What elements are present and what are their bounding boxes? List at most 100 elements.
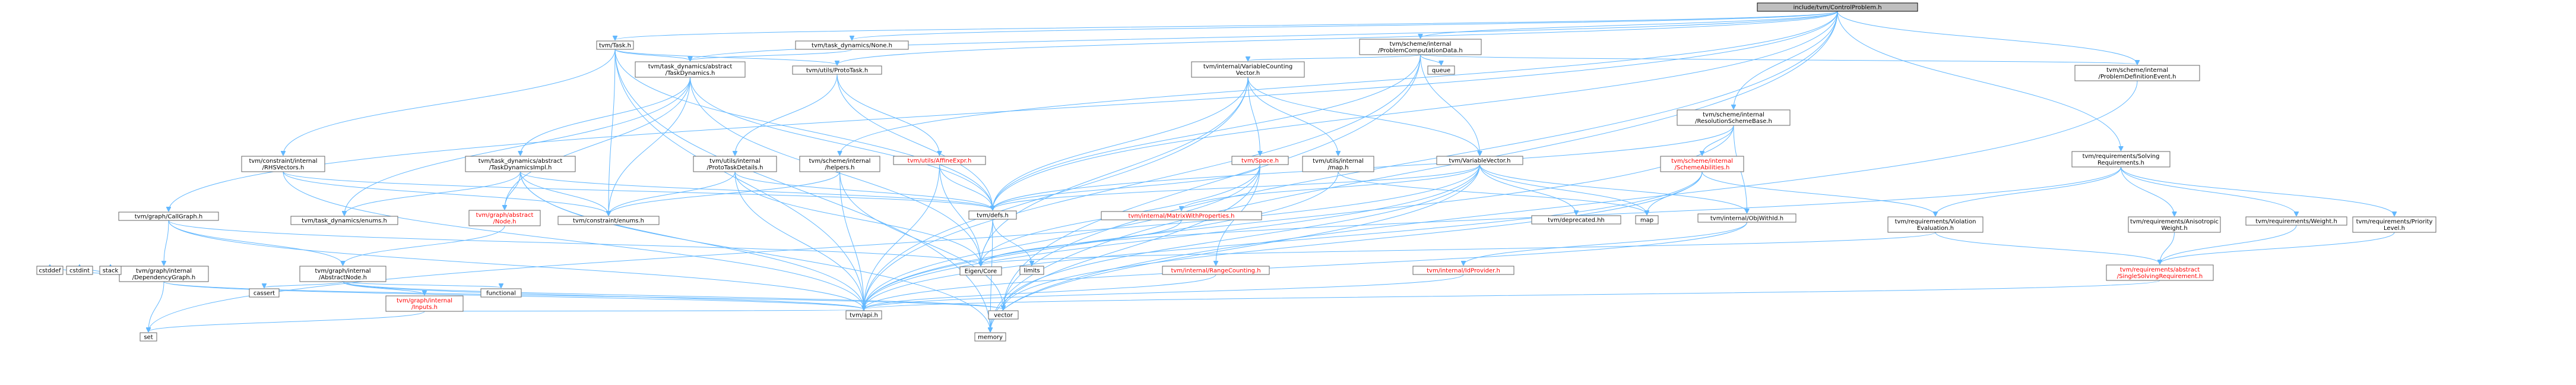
node-prototaskdetails[interactable]: tvm/utils/internal/ProtoTaskDetails.h	[693, 156, 777, 172]
node-label: include/tvm/ControlProblem.h	[1793, 5, 1881, 11]
node-defs[interactable]: tvm/defs.h	[968, 210, 1017, 220]
edge-callgraph-to-eigen	[168, 220, 981, 266]
node-pcd[interactable]: tvm/scheme/internal/ProblemComputationDa…	[1359, 39, 1482, 55]
edge-td_abstract-to-constraintenums	[609, 77, 690, 215]
node-objwithid[interactable]: tvm/internal/ObjWithId.h	[1697, 213, 1796, 223]
node-api[interactable]: tvm/api.h	[845, 310, 882, 320]
node-weight[interactable]: tvm/requirements/Weight.h	[2245, 216, 2347, 226]
edge-td_abstract-to-tdimpl	[521, 77, 690, 155]
edge-schemeabilities-to-api	[864, 171, 1703, 310]
node-abstractnode[interactable]: tvm/graph/internal/AbstractNode.h	[299, 266, 386, 282]
node-space[interactable]: tvm/Space.h	[1231, 156, 1289, 165]
node-label: tvm/requirements/Anisotropic	[2130, 219, 2219, 225]
node-label: tvm/graph/CallGraph.h	[135, 214, 202, 220]
node-td_none[interactable]: tvm/task_dynamics/None.h	[795, 40, 909, 50]
edge-abstractnode-to-api	[343, 281, 864, 310]
edge-space-to-memory	[990, 164, 1260, 332]
edge-affineexpr-to-eigen	[939, 164, 981, 266]
node-schemehelpers[interactable]: tvm/scheme/internal/helpers.h	[799, 156, 880, 172]
node-callgraph[interactable]: tvm/graph/CallGraph.h	[118, 212, 219, 221]
edge-varcounting-to-defs	[993, 77, 1249, 210]
node-root[interactable]: include/tvm/ControlProblem.h	[1757, 2, 1918, 12]
node-task[interactable]: tvm/Task.h	[596, 40, 634, 50]
node-varvector[interactable]: tvm/VariableVector.h	[1436, 156, 1523, 165]
edge-graphnode-to-abstractnode	[343, 225, 505, 265]
node-limits[interactable]: limits	[1019, 266, 1044, 275]
node-affineexpr[interactable]: tvm/utils/AffineExpr.h	[893, 156, 986, 165]
node-box	[1660, 156, 1744, 172]
node-vector[interactable]: vector	[988, 310, 1019, 320]
edge-task-to-api	[614, 49, 864, 310]
node-label: vector	[994, 313, 1013, 319]
node-label: /TaskDynamics.h	[666, 70, 715, 77]
node-rhsvectors[interactable]: tvm/constraint/internal/RHSVectors.h	[241, 156, 325, 172]
node-rangecounting[interactable]: tvm/internal/RangeCounting.h	[1162, 266, 1270, 275]
node-td_abstract[interactable]: tvm/task_dynamics/abstract/TaskDynamics.…	[635, 61, 746, 78]
node-deprecated[interactable]: tvm/deprecated.hh	[1531, 215, 1621, 225]
node-box	[66, 266, 93, 275]
node-graphnode[interactable]: tvm/graph/abstract/Node.h	[468, 210, 541, 226]
node-queue[interactable]: queue	[1427, 65, 1455, 75]
node-depgraph[interactable]: tvm/graph/internal/DependencyGraph.h	[119, 266, 209, 282]
edge-violation-to-eigen	[981, 232, 1936, 266]
node-eigen[interactable]: Eigen/Core	[959, 266, 1002, 276]
node-functional[interactable]: functional	[480, 288, 522, 298]
edge-pcd-to-defs	[993, 54, 1421, 210]
node-label: tvm/internal/ObjWithId.h	[1710, 216, 1783, 222]
edge-objwithid-to-api	[864, 222, 1747, 310]
node-label: tvm/graph/internal	[136, 268, 192, 274]
edge-weight-to-singlesolving	[2160, 225, 2297, 264]
node-schemeabilities[interactable]: tvm/scheme/internal/SchemeAbilities.h	[1660, 156, 1744, 172]
node-tdenums[interactable]: tvm/task_dynamics/enums.h	[290, 216, 398, 225]
node-prototask[interactable]: tvm/utils/ProtoTask.h	[792, 65, 882, 75]
node-mwp[interactable]: tvm/internal/MatrixWithProperties.h	[1101, 211, 1262, 220]
node-label: /SingleSolvingRequirement.h	[2117, 273, 2203, 280]
node-idprovider[interactable]: tvm/internal/IdProvider.h	[1412, 266, 1514, 275]
node-box	[974, 332, 1006, 342]
edge-root-to-defs	[993, 11, 1838, 210]
node-box	[557, 216, 660, 225]
node-label: Eigen/Core	[965, 269, 997, 275]
node-box	[1531, 215, 1621, 225]
node-label: tvm/requirements/Priority	[2356, 219, 2433, 225]
node-box	[596, 40, 634, 50]
edge-violation-to-singlesolving	[1935, 232, 2160, 264]
node-resolution[interactable]: tvm/scheme/internal/ResolutionSchemeBase…	[1677, 109, 1791, 126]
edge-pcd-to-pde	[1420, 54, 2138, 64]
edge-prototask-to-defs	[837, 74, 993, 210]
node-label: Weight.h	[2161, 225, 2187, 232]
node-map[interactable]: map	[1635, 215, 1659, 225]
node-box	[799, 156, 880, 172]
edge-pcd-to-api	[864, 54, 1421, 310]
node-singlesolving[interactable]: tvm/requirements/abstract/SingleSolvingR…	[2106, 264, 2214, 281]
node-constraintenums[interactable]: tvm/constraint/enums.h	[557, 216, 660, 225]
edge-root-to-solvingreq	[1837, 11, 2121, 150]
edge-resolution-to-schemeabilities	[1702, 125, 1734, 155]
node-cstddef[interactable]: cstddef	[36, 266, 64, 275]
node-box	[959, 266, 1002, 276]
edge-pcd-to-vector	[1003, 54, 1421, 310]
node-cassert[interactable]: cassert	[249, 288, 280, 298]
node-memory[interactable]: memory	[974, 332, 1006, 342]
node-stack[interactable]: stack	[99, 266, 122, 275]
node-set[interactable]: set	[140, 332, 157, 342]
node-box	[795, 40, 909, 50]
node-box	[118, 212, 219, 221]
node-inputs[interactable]: tvm/graph/internal/Inputs.h	[385, 295, 464, 312]
node-tdimpl[interactable]: tvm/task_dynamics/abstract/TaskDynamicsI…	[465, 156, 576, 172]
node-box	[468, 210, 541, 226]
edge-varvector-to-set	[148, 164, 1480, 332]
node-pde[interactable]: tvm/scheme/internal/ProblemDefinitionEve…	[2074, 65, 2200, 81]
node-cstdint[interactable]: cstdint	[66, 266, 93, 275]
node-box	[465, 156, 576, 172]
node-box	[792, 65, 882, 75]
node-utilsmap[interactable]: tvm/utils/internal/map.h	[1302, 156, 1374, 172]
edge-solvingreq-to-violation	[1935, 166, 2121, 216]
node-label: memory	[978, 334, 1003, 341]
node-label: /DependencyGraph.h	[132, 274, 196, 281]
